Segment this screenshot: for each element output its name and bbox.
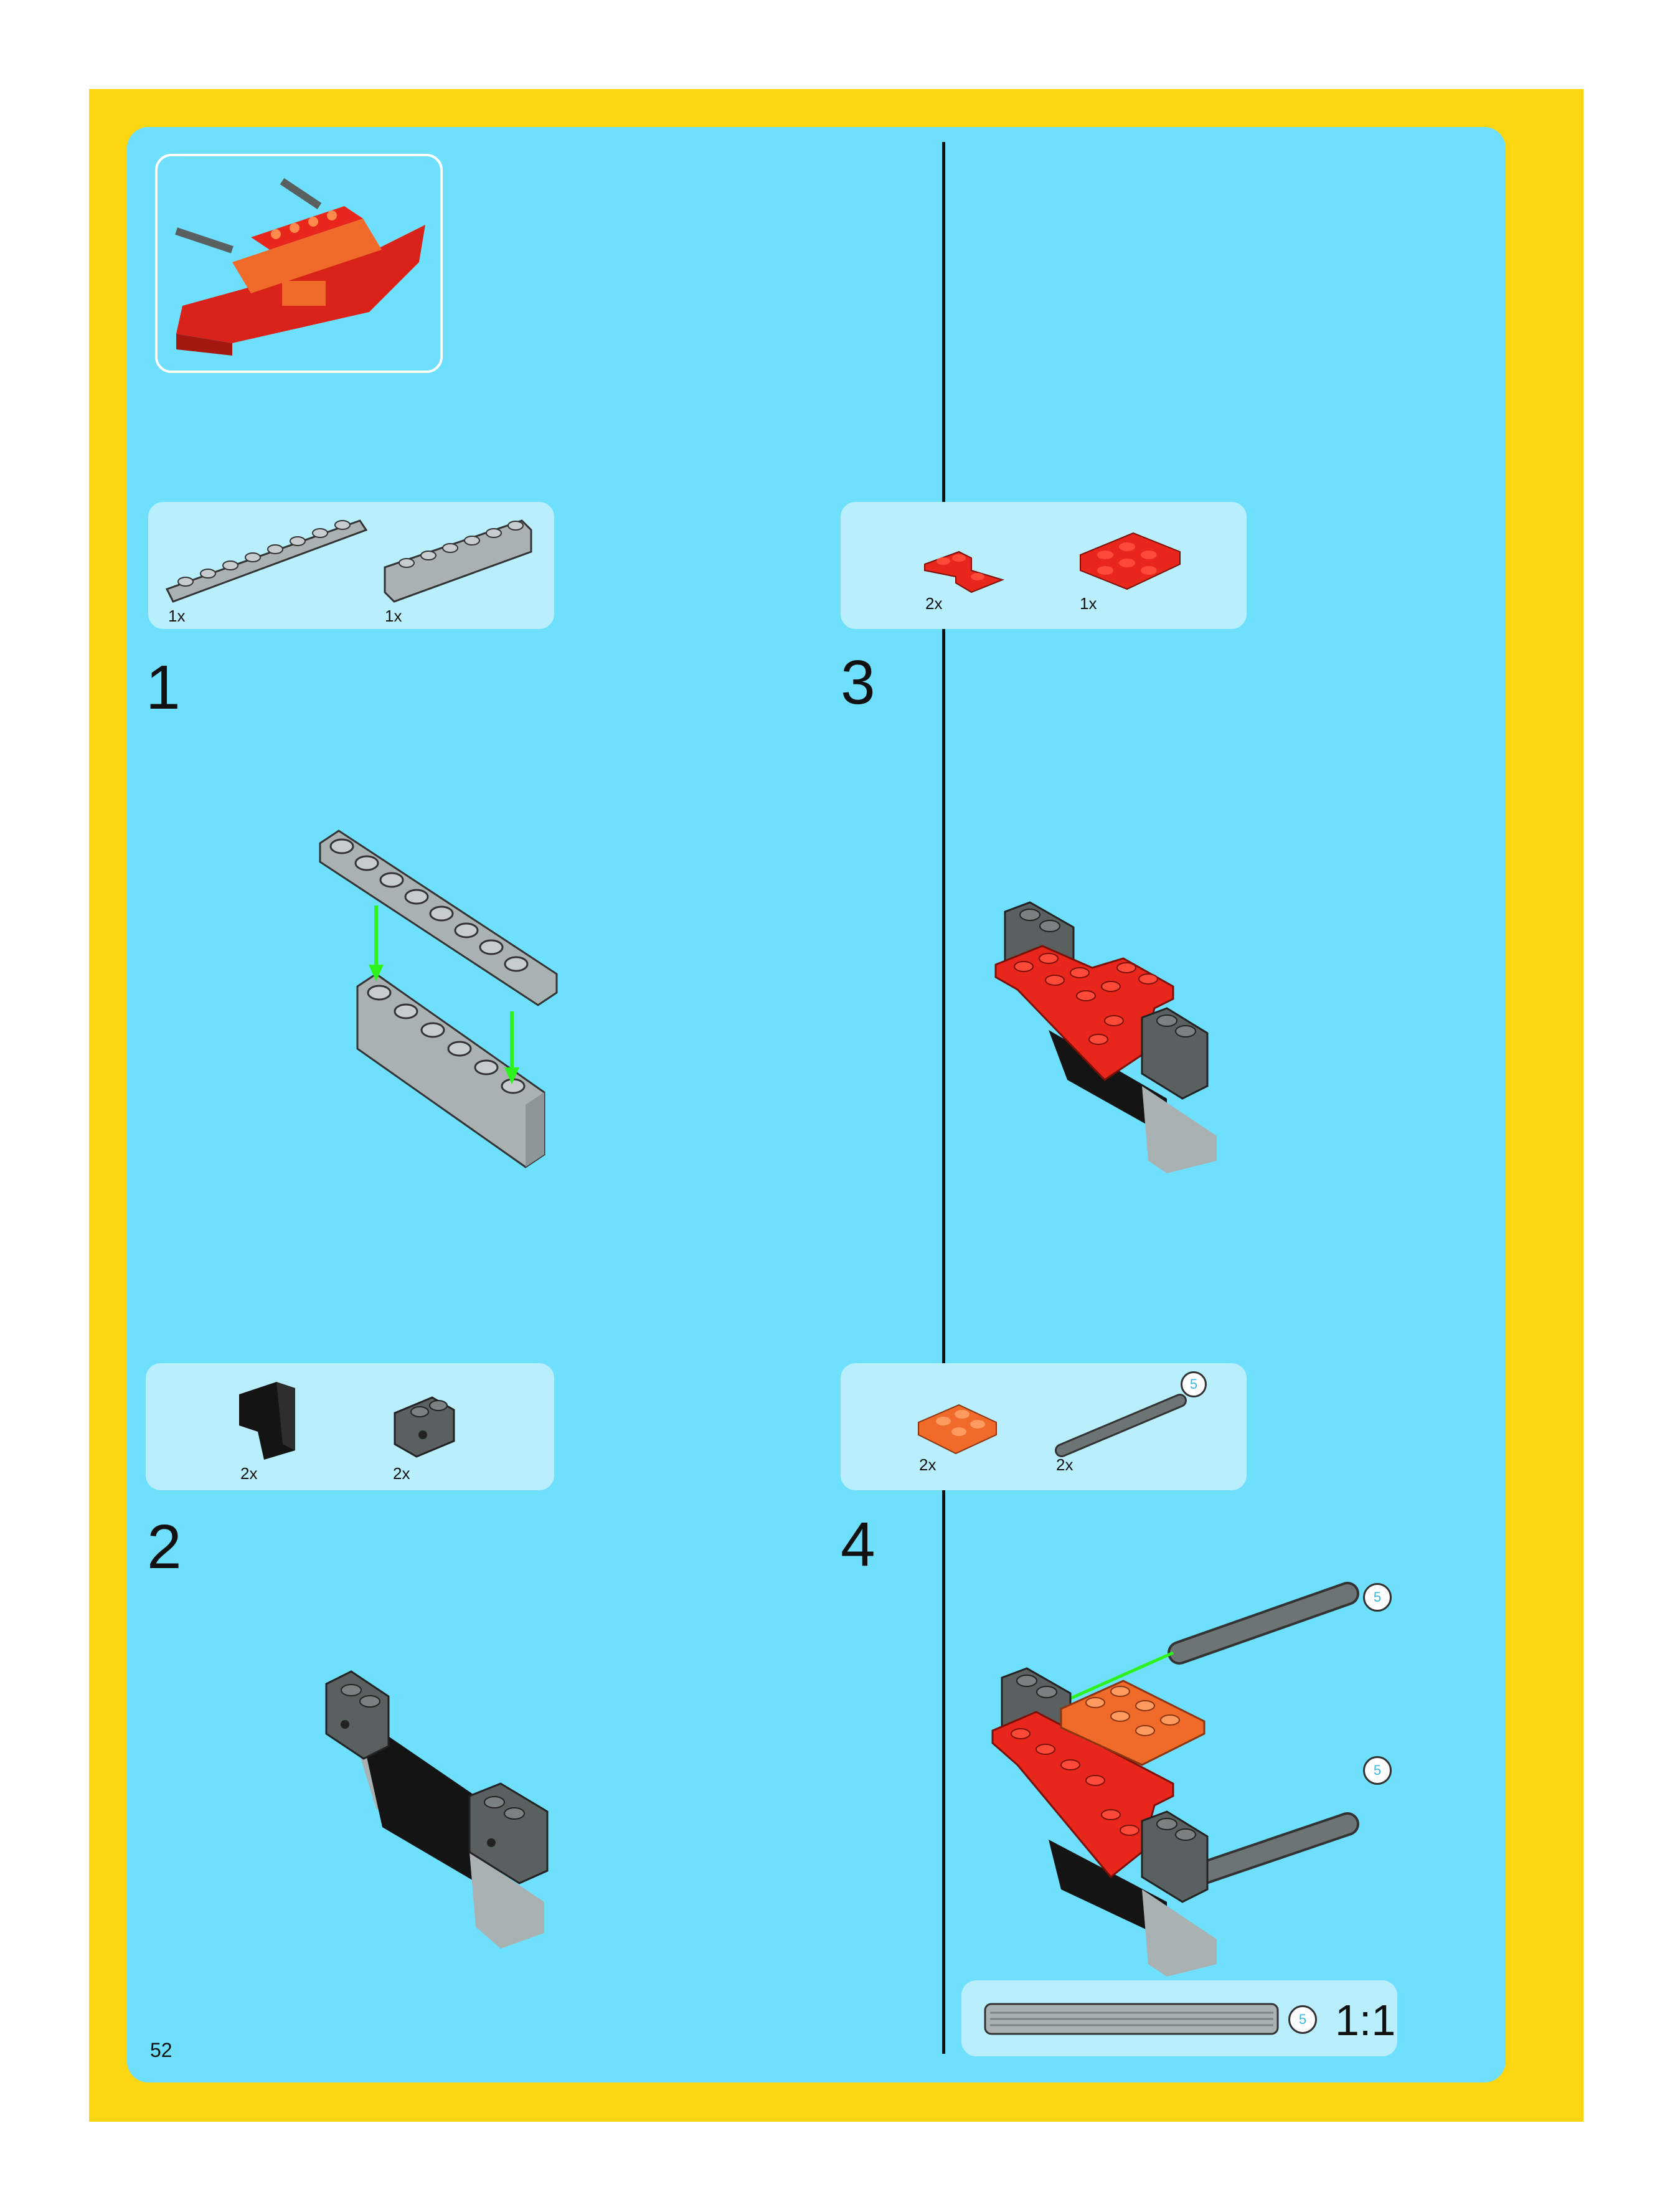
step-4-part-1-qty: 2x: [919, 1455, 937, 1474]
technic-brick-icon: [394, 1396, 455, 1458]
step-1-assembly-image: [319, 830, 558, 1168]
black-slope-brick-icon: [239, 1382, 295, 1460]
step-2-assembly-image: [325, 1670, 549, 1949]
step-3-assembly-image: [994, 901, 1217, 1173]
submodel-preview: [155, 154, 443, 373]
step-1-number: 1: [146, 653, 181, 722]
page-number: 52: [150, 2039, 172, 2061]
step-3-number: 3: [841, 648, 875, 717]
step-1-part-2-qty: 1x: [385, 607, 402, 625]
instruction-panel: 1x 1x 1: [127, 127, 1506, 2082]
axle-length-badge-upper: 5: [1363, 1583, 1392, 1612]
brick-1x6-icon: [384, 519, 532, 603]
red-corner-plate-icon: [924, 551, 1005, 593]
step-3-part-2-qty: 1x: [1080, 594, 1097, 613]
step-2-number: 2: [147, 1512, 182, 1582]
axle-length-badge: 5: [1181, 1371, 1207, 1397]
step-3-parts-list: 2x 1x: [841, 502, 1247, 629]
step-4-assembly-image: [991, 1582, 1359, 1977]
scale-ratio: 1:1: [1335, 1996, 1396, 2044]
axle-icon: [1055, 1394, 1187, 1457]
boat-model-image: [175, 178, 425, 356]
red-plate-2x3-icon: [1080, 532, 1181, 590]
step-3-part-1-qty: 2x: [925, 594, 943, 613]
scale-length-badge: 5: [1288, 2005, 1317, 2034]
step-1-part-1-qty: 1x: [168, 607, 186, 625]
plate-1x8-icon: [165, 519, 368, 603]
column-divider: [942, 142, 945, 2054]
step-4-number: 4: [841, 1510, 875, 1579]
step-2-part-1-qty: 2x: [240, 1464, 258, 1483]
axle-length-text-lower: 5: [1373, 1762, 1382, 1778]
axle-length-text: 5: [1189, 1376, 1198, 1392]
axle-length-badge-lower: 5: [1363, 1756, 1392, 1785]
orange-plate-2x2-icon: [918, 1404, 997, 1455]
axle-scale-image: [984, 2003, 1279, 2035]
step-2-part-2-qty: 2x: [393, 1464, 410, 1483]
step-4-parts-list: 2x 2x: [841, 1363, 1247, 1490]
axle-length-text-upper: 5: [1373, 1589, 1382, 1605]
step-2-parts-list: 2x 2x: [146, 1363, 554, 1490]
step-4-part-2-qty: 2x: [1056, 1455, 1073, 1474]
scale-length-text: 5: [1298, 2011, 1307, 2027]
scale-reference-box: 5 1:1: [961, 1980, 1397, 2056]
step-1-parts-list: 1x 1x: [148, 502, 554, 629]
